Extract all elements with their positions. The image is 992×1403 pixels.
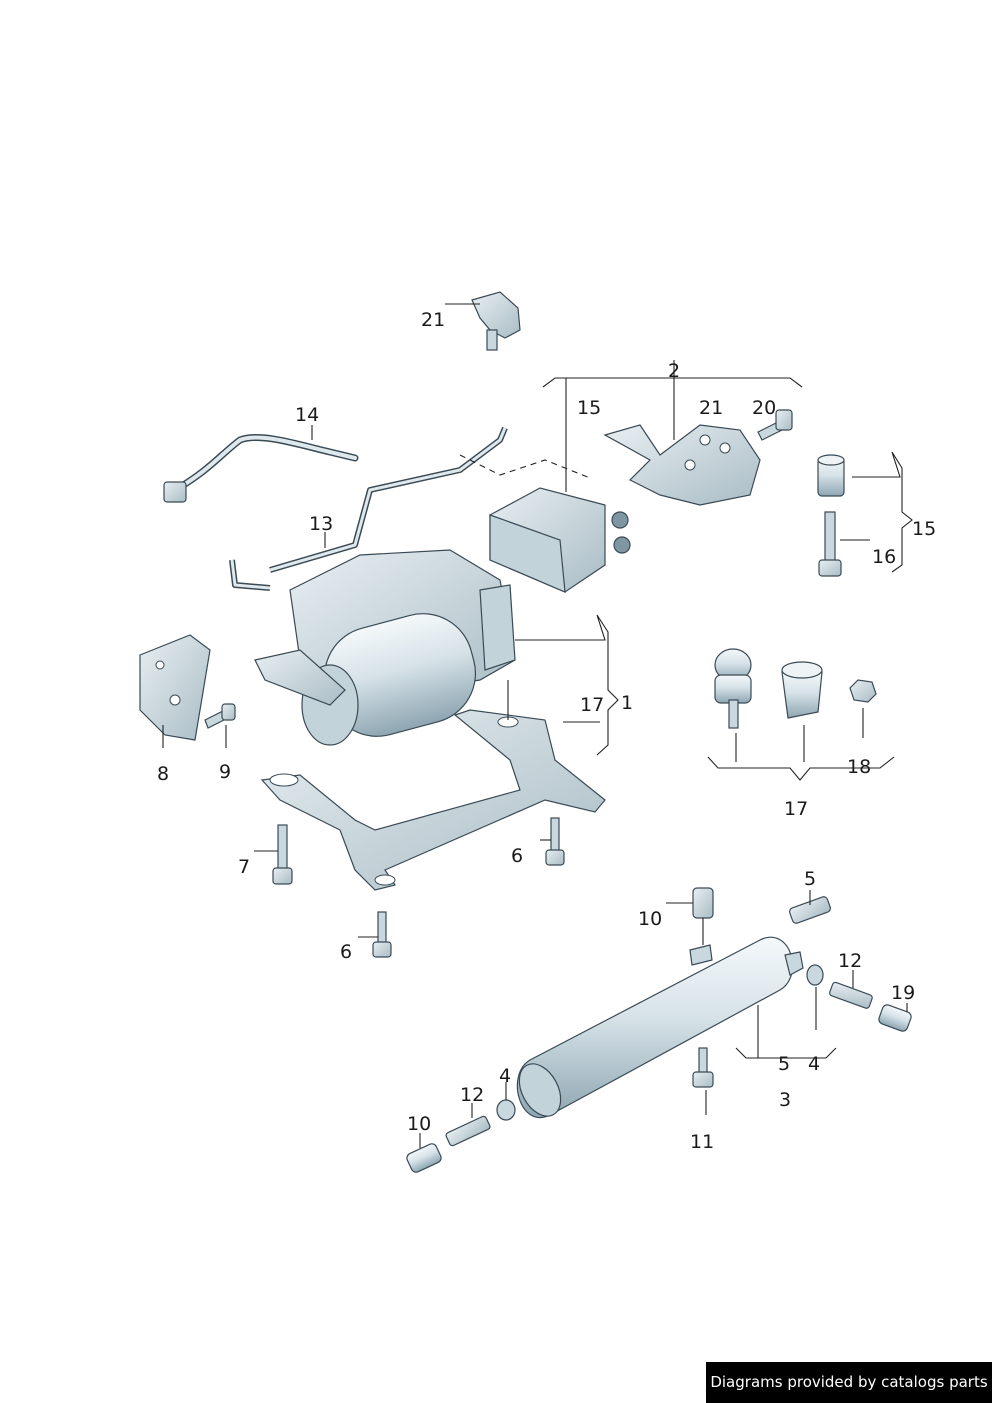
callout-5-bottom: 5 [778,1053,790,1075]
callout-15-right: 15 [912,518,936,540]
callout-5-top: 5 [804,868,816,890]
footer-credit: Diagrams provided by catalogs parts [706,1362,992,1403]
rubber-mount-part-17b [781,661,823,719]
screw-part-20 [757,409,793,441]
cap-part-19 [878,1004,912,1032]
compressor-part-1 [254,549,516,746]
valve-block-part-15 [489,487,631,593]
seal-part-4-left [496,1099,516,1121]
fitting-part-12-right [829,981,873,1009]
callout-4-right: 4 [808,1053,820,1075]
carrier-part [260,709,606,891]
callout-12-right: 12 [838,950,862,972]
nut-part-10-top [692,887,714,919]
callout-17-b: 17 [784,798,808,820]
callout-11: 11 [690,1131,714,1153]
bolt-part-11 [692,1047,714,1088]
leader-lines [162,303,913,1148]
callout-6-a: 6 [511,845,523,867]
callout-9: 9 [219,761,231,783]
callout-2: 2 [668,360,680,382]
callout-19: 19 [891,982,915,1004]
callout-21-top: 21 [421,309,445,331]
callout-12-left: 12 [460,1084,484,1106]
callout-4-left: 4 [499,1065,511,1087]
bolt-part-16 [818,511,842,577]
callout-13: 13 [309,513,333,535]
clip-part-21 [471,291,521,351]
sleeve-part-15 [817,454,845,497]
callout-3: 3 [779,1089,791,1111]
air-line-part-13 [229,426,591,591]
air-line-part-14 [163,434,359,503]
callout-14: 14 [295,404,319,426]
fitting-part-12-left [445,1115,491,1147]
callout-15-mid: 15 [577,397,601,419]
callout-17-a: 17 [580,694,604,716]
cap-part-10-bottom [406,1143,442,1173]
rubber-mount-part-17a [714,648,752,729]
callout-6-b: 6 [340,941,352,963]
fitting-part-5-top [788,896,832,924]
pressure-reservoir-part-3 [516,936,804,1119]
callout-10-top: 10 [638,908,662,930]
bolt-part-6-upper [545,817,565,866]
bracket-part-8 [139,634,211,741]
seal-part-4-right [806,964,824,986]
bolt-part-7 [272,824,293,885]
callout-7: 7 [238,856,250,878]
bracket-part-2 [603,424,761,506]
nut-part-18 [849,679,877,703]
callout-20: 20 [752,397,776,419]
callout-18: 18 [847,756,871,778]
callout-1: 1 [621,692,633,714]
screw-part-9 [204,703,236,729]
callout-21-bracket: 21 [699,397,723,419]
callout-labels: 21 2 15 21 20 14 13 15 16 1 17 8 9 18 17… [157,309,936,1153]
callout-16: 16 [872,546,896,568]
bolt-part-6-lower [372,911,392,958]
callout-10-bottom: 10 [407,1113,431,1135]
callout-8: 8 [157,763,169,785]
